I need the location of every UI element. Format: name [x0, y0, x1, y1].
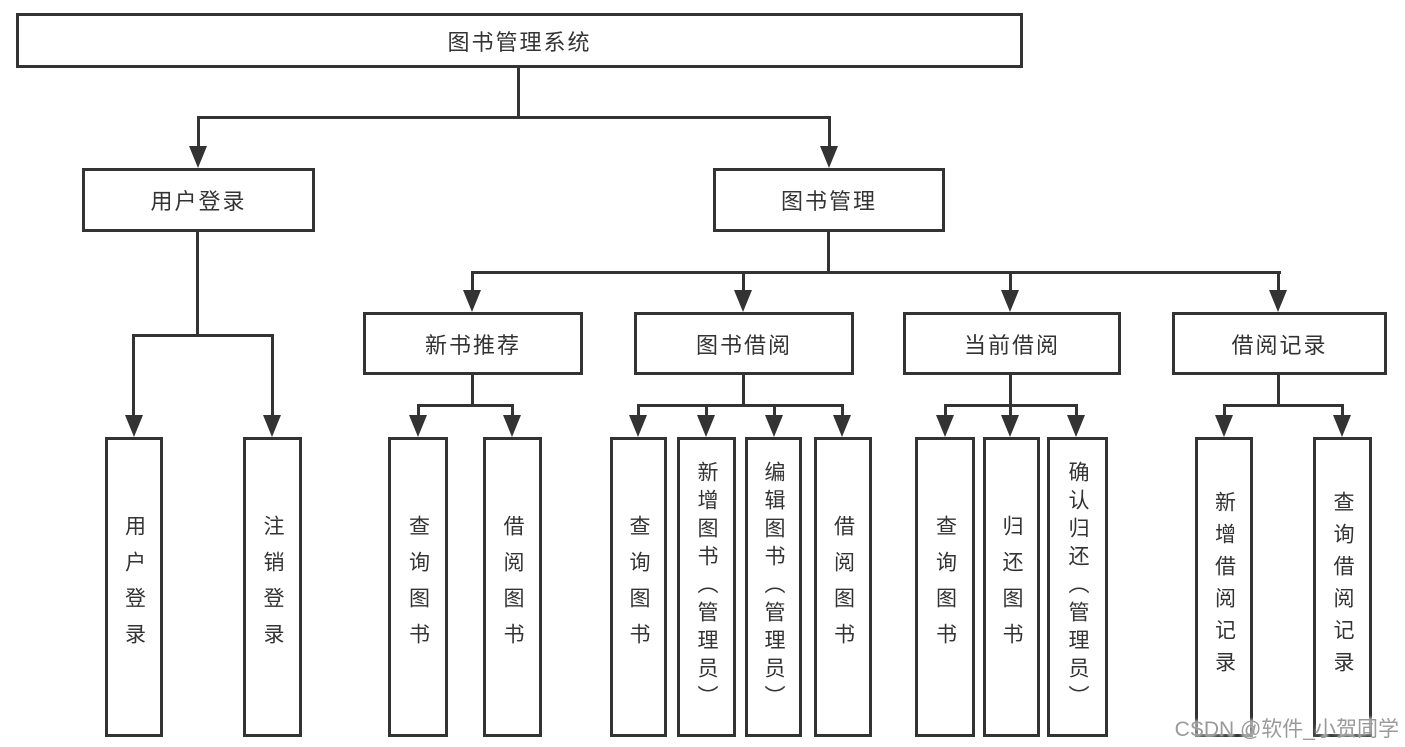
arrowhead-down-icon	[189, 146, 207, 168]
leaf-borrow-query-book-label: 查询图书	[627, 515, 650, 659]
leaf-return-book: 归还图书	[983, 437, 1040, 737]
arrowhead-down-icon	[734, 290, 752, 312]
arrowhead-down-icon	[820, 146, 838, 168]
arrowhead-down-icon	[1333, 415, 1351, 437]
connector-line	[1277, 374, 1280, 407]
node-user-login-label: 用户登录	[150, 189, 247, 214]
arrowhead-down-icon	[463, 290, 481, 312]
leaf-confirm-return-admin: 确认归还（管理员）	[1047, 437, 1108, 737]
connector-line	[197, 116, 831, 119]
connector-line	[742, 374, 745, 407]
connector-line	[1009, 404, 1012, 419]
node-new-book-recommend: 新书推荐	[363, 312, 583, 375]
arrowhead-down-icon	[1215, 415, 1233, 437]
arrowhead-down-icon	[697, 415, 715, 437]
connector-line	[417, 404, 420, 419]
node-user-login: 用户登录	[82, 168, 315, 232]
leaf-logout-label: 注销登录	[261, 515, 284, 659]
connector-line	[742, 271, 745, 293]
node-root: 图书管理系统	[16, 13, 1023, 68]
connector-line	[1075, 404, 1078, 419]
leaf-add-book-admin: 新增图书（管理员）	[677, 437, 736, 737]
node-current-borrow: 当前借阅	[903, 312, 1121, 375]
leaf-borrow-query-book: 查询图书	[610, 437, 667, 737]
leaf-edit-book-admin: 编辑图书（管理员）	[745, 437, 802, 737]
connector-line	[1341, 404, 1344, 419]
arrowhead-down-icon	[409, 415, 427, 437]
arrowhead-down-icon	[629, 415, 647, 437]
leaf-add-borrow-record-label: 新增借阅记录	[1212, 491, 1236, 683]
leaf-query-borrow-record: 查询借阅记录	[1313, 437, 1372, 737]
leaf-borrow-book: 借阅图书	[814, 437, 872, 737]
leaf-confirm-return-admin-label: 确认归还（管理员）	[1066, 461, 1089, 713]
connector-line	[1223, 404, 1344, 407]
connector-line	[828, 116, 831, 150]
leaf-recommend-query-book-label: 查询图书	[406, 515, 430, 659]
connector-line	[471, 271, 1281, 274]
connector-line	[471, 374, 474, 407]
arrowhead-down-icon	[263, 415, 281, 437]
arrowhead-down-icon	[936, 415, 954, 437]
leaf-current-query-book: 查询图书	[915, 437, 975, 737]
connector-line	[197, 116, 200, 150]
connector-line	[417, 404, 514, 407]
node-book-management-label: 图书管理	[780, 189, 877, 214]
connector-line	[271, 334, 274, 419]
leaf-borrow-book-label: 借阅图书	[831, 515, 855, 659]
connector-line	[827, 231, 830, 274]
connector-line	[196, 231, 199, 337]
leaf-recommend-borrow-book: 借阅图书	[483, 437, 542, 737]
leaf-logout: 注销登录	[243, 437, 302, 737]
leaf-add-borrow-record: 新增借阅记录	[1195, 437, 1253, 737]
connector-line	[1223, 404, 1226, 419]
connector-line	[637, 404, 640, 419]
csdn-watermark: CSDN @软件_小贺同学	[1174, 718, 1399, 741]
connector-line	[132, 334, 274, 337]
leaf-add-book-admin-label: 新增图书（管理员）	[695, 461, 718, 713]
leaf-edit-book-admin-label: 编辑图书（管理员）	[762, 461, 785, 713]
leaf-user-login: 用户登录	[105, 437, 163, 737]
leaf-user-login-label: 用户登录	[122, 515, 146, 659]
node-root-label: 图书管理系统	[447, 29, 592, 55]
node-book-borrow-label: 图书借阅	[695, 332, 792, 358]
node-new-book-recommend-label: 新书推荐	[424, 332, 521, 358]
connector-line	[705, 404, 708, 419]
connector-line	[841, 404, 844, 419]
node-borrow-records-label: 借阅记录	[1231, 332, 1328, 358]
arrowhead-down-icon	[503, 415, 521, 437]
connector-line	[1009, 374, 1012, 407]
node-book-borrow: 图书借阅	[634, 312, 854, 375]
connector-line	[517, 68, 520, 119]
arrowhead-down-icon	[833, 415, 851, 437]
node-current-borrow-label: 当前借阅	[963, 332, 1060, 358]
connector-line	[637, 404, 844, 407]
arrowhead-down-icon	[765, 415, 783, 437]
connector-line	[511, 404, 514, 419]
leaf-recommend-query-book: 查询图书	[388, 437, 448, 737]
connector-line	[944, 404, 947, 419]
connector-line	[471, 271, 474, 293]
arrowhead-down-icon	[1001, 290, 1019, 312]
connector-line	[132, 334, 135, 419]
leaf-query-borrow-record-label: 查询借阅记录	[1331, 491, 1354, 683]
node-borrow-records: 借阅记录	[1172, 312, 1387, 375]
arrowhead-down-icon	[125, 415, 143, 437]
node-book-management: 图书管理	[713, 168, 945, 232]
connector-line	[1277, 271, 1280, 293]
connector-line	[1009, 271, 1012, 293]
leaf-recommend-borrow-book-label: 借阅图书	[501, 515, 524, 659]
leaf-current-query-book-label: 查询图书	[933, 515, 957, 659]
arrowhead-down-icon	[1001, 415, 1019, 437]
arrowhead-down-icon	[1067, 415, 1085, 437]
connector-line	[773, 404, 776, 419]
leaf-return-book-label: 归还图书	[1000, 515, 1023, 659]
arrowhead-down-icon	[1269, 290, 1287, 312]
